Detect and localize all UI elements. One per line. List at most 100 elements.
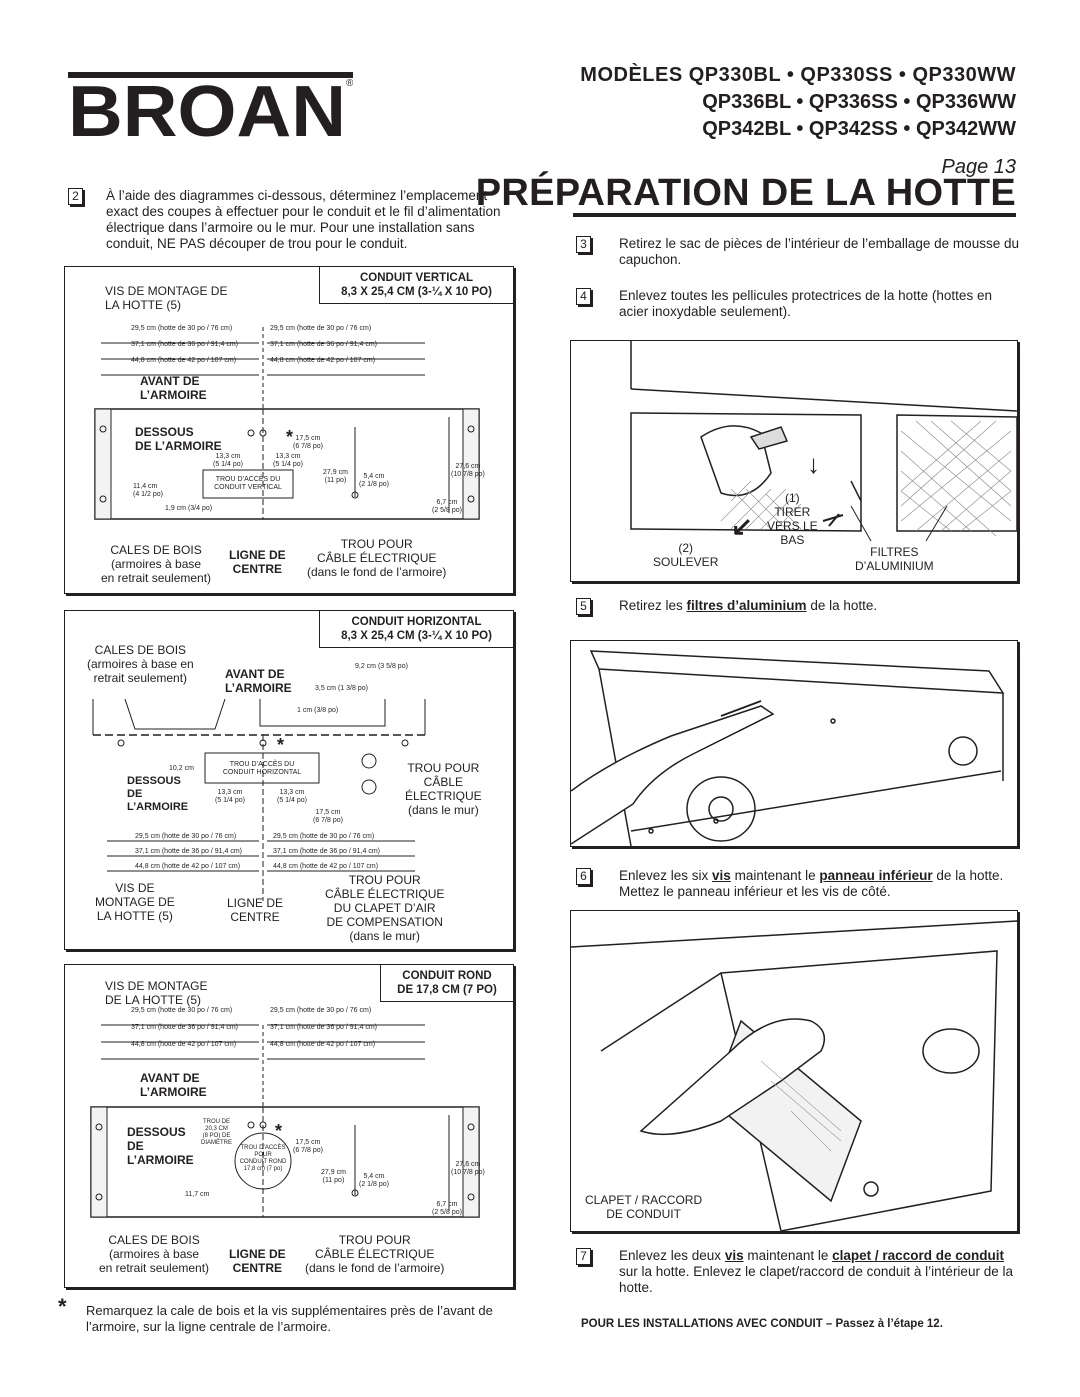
hole-diameter-label: TROU DE 20,3 CM (8 PO) DE DIAMÈTRE — [201, 1119, 233, 1146]
step-6-number: 6 — [576, 868, 591, 885]
dim-27-9: 27,9 cm (11 po) — [323, 469, 348, 484]
step-7-number: 7 — [576, 1248, 591, 1265]
dim-36in: 37,1 cm (hotte de 36 po / 91,4 cm) — [135, 848, 243, 855]
electrical-hole-marker — [361, 753, 377, 769]
dim-5-4: 5,4 cm (2 1/8 po) — [359, 473, 389, 488]
cabinet-front-label: AVANT DE L’ARMOIRE — [225, 667, 292, 695]
filter-left — [630, 412, 862, 532]
step-7-text: Enlevez les deux vis maintenant le clape… — [619, 1248, 1013, 1295]
footnote-star: * — [58, 1294, 67, 1319]
lift-label: (2) SOULEVER — [653, 541, 719, 569]
hand-pulling — [700, 425, 772, 497]
hand-screwdriver — [571, 705, 775, 845]
wood-shim-left — [90, 1106, 108, 1218]
makeup-air-hole-label: TROU POUR CÂBLE ÉLECTRIQUE DU CLAPET D’A… — [325, 873, 445, 943]
dim-13-3-left: 13,3 cm (5 1/4 po) — [213, 453, 243, 468]
brand-text: BROAN — [68, 72, 346, 140]
center-line-label: LIGNE DE CENTRE — [229, 548, 286, 576]
svg-text:*: * — [275, 1121, 282, 1141]
cabinet-bottom-label: DESSOUS DE L’ARMOIRE — [127, 775, 189, 813]
wood-shims-label: CALES DE BOIS (armoires à base en retrai… — [87, 643, 194, 685]
svg-text:↙: ↙ — [731, 511, 753, 541]
dim-36in: 37,1 cm (hotte de 36 po / 91,4 cm) — [131, 341, 239, 348]
dim-36in: 37,1 cm (hotte de 36 po / 91,4 cm) — [131, 1024, 239, 1031]
wood-shim-right — [462, 408, 480, 520]
dim-27-9: 27,9 cm (11 po) — [321, 1169, 346, 1184]
dim-42in: 44,8 cm (hotte de 42 po / 107 cm) — [131, 1041, 237, 1048]
svg-text:*: * — [286, 427, 293, 447]
pull-down-label: (1) TIRER VERS LE BAS — [767, 491, 818, 547]
models-line-3: QP342BL • QP342SS • QP342WW — [702, 118, 1016, 140]
electrical-hole-label: TROU POUR CÂBLE ÉLECTRIQUE (dans le fond… — [305, 1233, 445, 1275]
dim-27-6: 27,6 cm (10 7/8 po) — [451, 1161, 485, 1176]
step-2-text: À l’aide des diagrammes ci-dessous, déte… — [106, 188, 501, 251]
step-5-number: 5 — [576, 598, 591, 615]
svg-text:↓: ↓ — [807, 449, 820, 479]
dim-17-5: 17,5 cm (6 7/8 po) — [313, 809, 343, 824]
dim-30in-right: 29,5 cm (hotte de 30 po / 76 cm) — [270, 1007, 372, 1014]
mounting-hole — [948, 736, 978, 766]
photo-duct-damper: CLAPET / RACCORD DE CONDUIT — [570, 910, 1018, 1232]
hand-removing-damper — [639, 1018, 826, 1136]
cabinet-bottom-label: DESSOUS DE L’ARMOIRE — [135, 425, 222, 453]
dim-30in-right: 29,5 cm (hotte de 30 po / 76 cm) — [270, 325, 372, 332]
dim-5-4: 5,4 cm (2 1/8 po) — [359, 1173, 389, 1188]
dim-6-7: 6,7 cm (2 5/8 po) — [432, 499, 462, 514]
dim-17-5: 17,5 cm (6 7/8 po) — [293, 435, 323, 450]
step-2-number: 2 — [68, 188, 83, 205]
page-title: PRÉPARATION DE LA HOTTE — [475, 172, 1016, 214]
mounting-screws-label: VIS DE MONTAGE DE LA HOTTE (5) — [105, 284, 228, 312]
vertical-access-hole — [202, 469, 294, 499]
damper-adapter-label: CLAPET / RACCORD DE CONDUIT — [585, 1193, 703, 1221]
center-line-label: LIGNE DE CENTRE — [227, 896, 284, 924]
hood-front-edge — [589, 650, 1005, 694]
dim-1cm: 1 cm (3/8 po) — [297, 707, 339, 714]
dim-30in-right: 29,5 cm (hotte de 30 po / 76 cm) — [273, 833, 375, 840]
step-3-text: Retirez le sac de pièces de l’intérieur … — [619, 236, 1019, 267]
mounting-screws-label: VIS DE MONTAGE DE LA HOTTE (5) — [95, 881, 175, 923]
vertical-access-label: TROU D’ACCÈS DU CONDUIT VERTICAL — [214, 476, 282, 491]
photo-filter-removal: ↓ ↙ (1) TIRER VERS LE BAS (2) SOULEVER F… — [570, 340, 1018, 582]
models-line-1: MODÈLES QP330BL • QP330SS • QP330WW — [580, 64, 1016, 86]
wood-shim-right — [462, 1106, 480, 1218]
electrical-hole-label: TROU POUR CÂBLE ÉLECTRIQUE (dans le fond… — [307, 537, 447, 579]
dim-3-5: 3,5 cm (1 3/8 po) — [315, 685, 368, 692]
hood-interior — [720, 950, 998, 1231]
dim-30in: 29,5 cm (hotte de 30 po / 76 cm) — [135, 833, 237, 840]
dim-42in: 44,8 cm (hotte de 42 po / 107 cm) — [131, 357, 237, 364]
dim-30in: 29,5 cm (hotte de 30 po / 76 cm) — [131, 325, 233, 332]
cabinet-bottom-label: DESSOUS DE L’ARMOIRE — [127, 1125, 194, 1167]
horizontal-access-hole — [204, 752, 320, 784]
dim-1-9: 1,9 cm (3/4 po) — [165, 505, 213, 512]
dim-9-2: 9,2 cm (3 5/8 po) — [355, 663, 408, 670]
step-5-text: Retirez les filtres d’aluminium de la ho… — [619, 598, 878, 613]
page-number: Page 13 — [941, 156, 1016, 178]
wood-shims-label: CALES DE BOIS (armoires à base en retrai… — [101, 543, 212, 585]
cabinet-front-label: AVANT DE L’ARMOIRE — [140, 1071, 207, 1099]
dim-42in-right: 44,8 cm (hotte de 42 po / 107 cm) — [270, 1041, 376, 1048]
dim-42in: 44,8 cm (hotte de 42 po / 107 cm) — [135, 863, 241, 870]
blower — [686, 776, 756, 842]
dim-11-7: 11,7 cm — [185, 1191, 210, 1198]
filter-right — [896, 414, 1017, 532]
dim-13-3-right: 13,3 cm (5 1/4 po) — [273, 453, 303, 468]
svg-text:®: ® — [346, 78, 353, 89]
title-rule — [573, 213, 1016, 217]
duct-opening — [922, 1028, 980, 1074]
footnote: * Remarquez la cale de bois et la vis su… — [58, 1296, 514, 1335]
step-6-text: Enlevez les six vis maintenant le pannea… — [619, 868, 1004, 899]
aluminium-filters-label: FILTRES D’ALUMINIUM — [855, 545, 934, 573]
horizontal-access-label: TROU D’ACCÈS DU CONDUIT HORIZONTAL — [222, 761, 302, 776]
dim-27-6: 27,6 cm (10 7/8 po) — [451, 463, 485, 478]
ducted-install-note: POUR LES INSTALLATIONS AVEC CONDUIT – Pa… — [581, 1318, 943, 1330]
broan-logo: BROAN ® — [68, 72, 353, 140]
wood-shim-left — [94, 408, 112, 520]
dim-36in-right: 37,1 cm (hotte de 36 po / 91,4 cm) — [270, 1024, 378, 1031]
dim-13-3-right: 13,3 cm (5 1/4 po) — [277, 789, 307, 804]
center-line-label: LIGNE DE CENTRE — [229, 1247, 286, 1275]
